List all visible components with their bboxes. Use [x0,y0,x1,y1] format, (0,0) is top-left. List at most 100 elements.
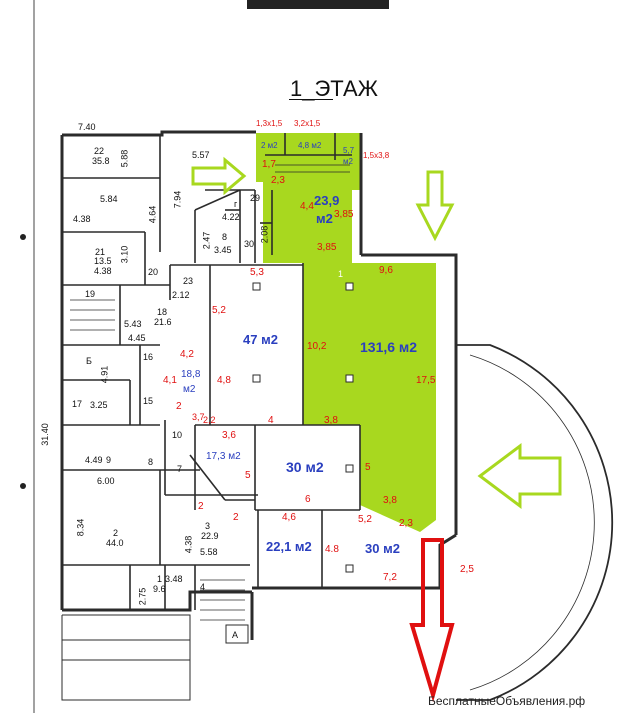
plan-annotation: А [232,630,239,640]
dim-label: 5,7 [343,146,355,155]
plan-annotation: 9 [106,455,112,465]
dim-label: 6 [305,494,311,505]
plan-annotation: 2.08 [259,225,270,244]
dim-label: 7,2 [383,572,397,583]
page-title: 1_ЭТАЖ [290,76,378,101]
plan-annotation: 4.91 [99,365,110,384]
watermark: БесплатныеОбъявления.рф [428,694,586,708]
plan-annotation: 4.38 [73,214,91,224]
plan-annotation: 3 [205,521,211,531]
plan-annotation: 8 [148,457,154,467]
plan-annotation: 18 [157,307,168,317]
columns [252,282,354,573]
binder-hole [20,234,26,240]
dim-label: 4.8 [325,544,339,555]
dim-label: 1,5х3,8 [363,151,390,160]
plan-annotation: 15 [143,396,154,406]
dim-label: 2 м2 [261,141,278,150]
dim-label: 3,6 [222,430,236,441]
plan-annotation: 22 [94,146,105,156]
dim-label: 5,3 [250,267,264,278]
area-label-22: 22,1 м2 [266,539,312,554]
plan-annotation: Б [86,356,92,366]
binder-hole [20,483,26,489]
dim-label: 1,7 [262,159,276,170]
dim-label: 10,2 [307,341,327,352]
dim-label: 3,85 [317,242,337,253]
dim-label: 5,2 [358,514,372,525]
plan-annotation: 10 [172,430,183,440]
plan-annotation: 1 [338,269,344,279]
stair-lines [70,164,350,621]
area-label-18: 18,8 [181,369,201,380]
area-label-23-unit: м2 [316,211,333,226]
highlight-top-unit [256,133,361,263]
plan-annotation: 8.34 [75,518,86,537]
plan-annotation: 7.40 [78,122,96,132]
area-label-23: 23,9 [314,193,340,208]
dim-label: 4,6 [282,512,296,523]
plan-annotation: 4.49 [85,455,103,465]
plan-annotation: 5.84 [100,194,118,204]
dim-label: 2,3 [271,175,285,186]
plan-annotation: 16 [143,352,154,362]
area-label-main-hall: 131,6 м2 [360,339,418,355]
plan-annotation: 30 [244,239,255,249]
dim-label: 1,3х1,5 [256,119,283,128]
plan-annotation: 5.43 [124,319,142,329]
dim-label: 2,3 [399,518,413,529]
plan-annotation: г [234,199,238,209]
dim-label: 5,2 [212,305,226,316]
plan-annotation: 4.22 [222,212,240,222]
plan-annotation: 1 [157,574,163,584]
plan-annotation: 7.94 [172,190,183,209]
plan-annotation: 17 [72,399,83,409]
plan-annotation: 13.5 [94,256,112,266]
plan-annotation: 23 [183,276,194,286]
plan-annotation: 3.10 [119,245,130,264]
dim-label: 3,8 [324,415,338,426]
dim-label: 2 [233,512,239,523]
area-label-18-unit: м2 [183,384,196,395]
plan-annotation: 22.9 [201,531,219,541]
area-label-30a: 30 м2 [286,459,324,475]
dim-label: 5 [365,462,371,473]
plan-annotation: 5.58 [200,547,218,557]
plan-annotation: 21 [95,247,106,257]
area-label-30b: 30 м2 [365,541,400,556]
dim-label: м2 [343,157,353,166]
plan-annotation: 31.40 [39,423,50,446]
plan-annotation: 3.48 [165,574,183,584]
plan-annotation: 3.45 [214,245,232,255]
dim-label: 17,5 [416,375,436,386]
dim-label: 2,5 [460,564,474,575]
plan-annotation: 4.64 [147,205,158,224]
plan-annotation: 21.6 [154,317,172,327]
plan-annotation: 35.8 [92,156,110,166]
dim-label: 2 [198,501,204,512]
plan-annotation: 8 [222,232,228,242]
dim-label: 4,4 [300,201,314,212]
dim-label: 2 [176,401,182,412]
dim-label: 4,2 [180,349,194,360]
dim-label: 3,85 [334,209,354,220]
dim-label: 3,8 [383,495,397,506]
plan-annotation: 4 [200,582,206,592]
semicircle-annex [456,344,614,701]
red-arrow-down-icon [409,538,455,703]
outer-walls [60,130,458,640]
dim-label: 4 [268,415,274,426]
green-arrow-right-icon [191,156,247,196]
dim-label: 2,2 [203,415,216,425]
plan-annotation: 5.57 [192,150,210,160]
plan-annotation: 9.6 [153,584,166,594]
plan-annotation: 20 [148,267,159,277]
area-label-47: 47 м2 [243,332,278,347]
dim-label: 3,2х1,5 [294,119,321,128]
plan-annotation: 6.00 [97,476,115,486]
plan-annotation: 2.75 [137,587,148,606]
interior-walls [62,133,361,610]
plan-annotation: 3.25 [90,400,108,410]
dim-label: 3,7 [192,412,205,422]
plan-annotation: 7 [177,464,183,474]
